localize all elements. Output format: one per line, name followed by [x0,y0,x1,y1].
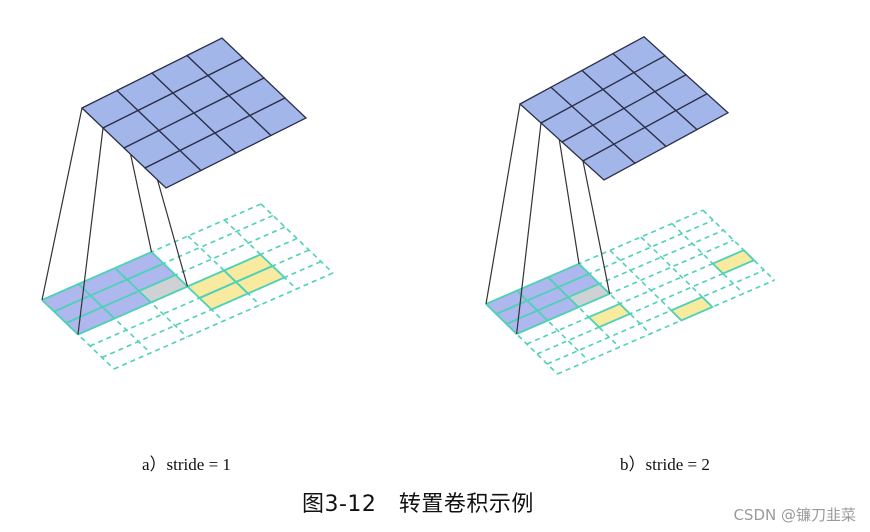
output-grid-line [536,259,755,355]
output-grid-line [702,209,775,281]
kernel-cell [54,295,103,323]
kernel-cell [66,307,115,335]
projection-line [516,122,542,335]
output-grid-line [485,303,558,375]
output-grid-line [557,279,775,375]
diagram-stride-1 [41,37,334,370]
kernel-grid-line [485,262,580,305]
output-grid-line [516,290,589,362]
kernel-cell [115,252,164,280]
highlight-outline [587,302,632,329]
kernel-cell [78,268,127,296]
watermark: CSDN @镰刀韭菜 [733,506,856,524]
kernel-grid-line [516,289,549,322]
kernel-grid-line [77,285,188,336]
kernel-grid-line [150,251,189,288]
caption-stride-1: a）stride = 1 [142,455,231,474]
kernel-cell [42,284,91,312]
highlight-cell [199,282,248,310]
projection-line [77,127,104,335]
output-grid-line [113,272,334,370]
highlight-outline [669,295,714,322]
kernel-cell [517,277,559,301]
diagram-stride-2 [485,36,775,375]
kernel-grid-line [41,251,152,301]
output-grid-line [526,249,745,345]
highlight-cell [187,270,236,298]
output-grid-line [640,236,713,308]
kernel-cell [127,263,176,291]
output-grid-line [609,249,682,321]
kernel-cell [102,291,151,319]
figure-title: 图3-12 转置卷积示例 [302,492,534,517]
output-grid-line [260,203,334,274]
overlap-cell [139,275,188,303]
caption-stride-2: b）stride = 2 [620,455,710,474]
kernel-cell [527,287,569,311]
output-grid-line [546,269,765,365]
input-cell [674,93,730,131]
kernel-cell [496,300,538,324]
input-cell [248,97,308,137]
output-grid-line [671,223,744,295]
output-grid-line [578,263,651,335]
kernel-grid-line [547,276,580,308]
kernel-grid-line [65,274,176,324]
highlight-outline [711,249,756,275]
kernel-grid-line [578,263,611,295]
kernel-grid-line [77,283,116,320]
kernel-grid-line [516,292,610,335]
output-grid-line [547,276,620,348]
highlight-outline [234,264,287,295]
projection-line [41,107,83,301]
kernel-cell [90,279,139,307]
projection-line [485,103,521,305]
kernel-cell [558,273,600,298]
kernel-grid-line [495,272,590,315]
kernel-grid-line [41,299,79,336]
kernel-cell [537,297,579,321]
highlight-cell [588,303,630,328]
kernel-grid-line [506,282,600,325]
highlight-cell [224,254,273,282]
overlap-cell [568,283,610,308]
highlight-cell [236,266,285,294]
kernel-cell [486,290,528,314]
kernel-grid-line [114,267,152,304]
kernel-grid-line [53,262,164,313]
kernel-cell [548,263,590,288]
kernel-grid-line [485,303,518,335]
highlight-cell [671,297,713,321]
highlight-cell [712,250,754,274]
